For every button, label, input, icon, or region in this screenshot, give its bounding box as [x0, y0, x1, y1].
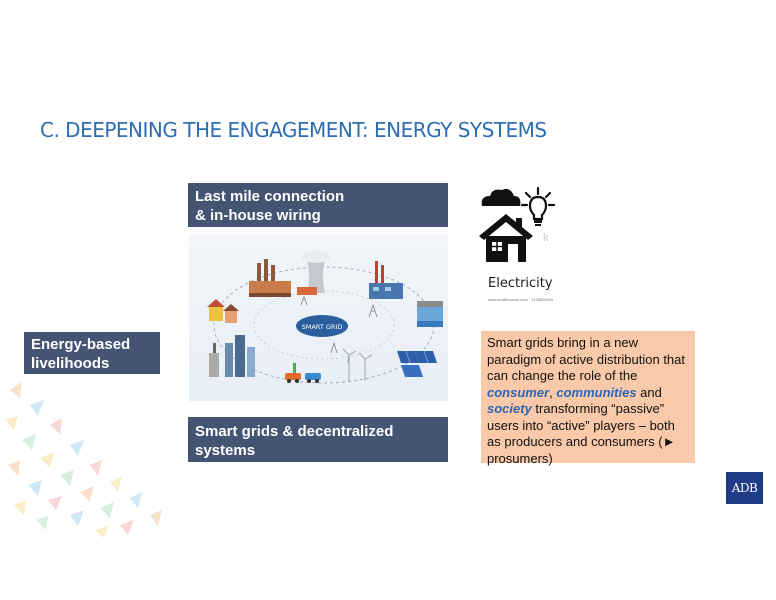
smart-grids-line-1: Smart grids & decentralized — [195, 423, 394, 440]
house-electricity-icon — [479, 186, 556, 262]
solar-panels-icon — [397, 350, 437, 377]
smart-grid-description: Smart grids bring in a new paradigm of a… — [481, 331, 695, 466]
smart-grid-label: SMART GRID — [302, 323, 343, 331]
last-mile-line-1: Last mile connection — [195, 188, 345, 205]
houses-icon — [207, 299, 239, 323]
smart-grids-box: Smart grids & decentralized systems — [188, 417, 448, 462]
shutterstock-watermark: k — [543, 232, 549, 244]
transmission-pylons-icon — [300, 295, 378, 354]
livelihoods-line-2: livelihoods — [31, 355, 110, 372]
electricity-label: Electricity — [488, 276, 553, 291]
description-comma: , — [549, 384, 557, 400]
electric-vehicles-icon — [285, 363, 321, 383]
thermal-plant-icon — [369, 261, 403, 299]
society-highlight: society — [487, 401, 532, 416]
last-mile-line-2: & in-house wiring — [195, 207, 321, 224]
communities-highlight: communities — [556, 384, 637, 400]
smart-grid-illustration: SMART GRID — [207, 251, 443, 384]
last-mile-connection-box: Last mile connection & in-house wiring — [188, 183, 448, 227]
triangle-pattern-decoration — [5, 382, 162, 538]
smart-grids-line-2: systems — [195, 442, 256, 459]
description-part-2: transforming “passive” users into “activ… — [487, 401, 676, 466]
energy-livelihoods-box: Energy-based livelihoods — [24, 332, 160, 374]
description-part-1: Smart grids bring in a new paradigm of a… — [487, 335, 685, 383]
description-and: and — [636, 384, 662, 400]
smart-grid-diagram: SMART GRID — [189, 235, 448, 401]
image-source-credit: www.shutterstock.com · 1138025516 — [488, 297, 554, 302]
adb-logo: ADB — [726, 472, 763, 504]
nuclear-plant-icon — [297, 251, 330, 295]
hydro-plant-icon — [417, 301, 443, 327]
wind-turbines-icon — [342, 348, 373, 381]
consumer-highlight: consumer — [487, 384, 550, 400]
livelihoods-line-1: Energy-based — [31, 336, 131, 353]
factory-icon — [249, 259, 291, 297]
smart-grid-center: SMART GRID — [296, 315, 348, 337]
slide-title: C. DEEPENING THE ENGAGEMENT: ENERGY SYST… — [40, 118, 547, 142]
city-icon — [209, 335, 255, 377]
